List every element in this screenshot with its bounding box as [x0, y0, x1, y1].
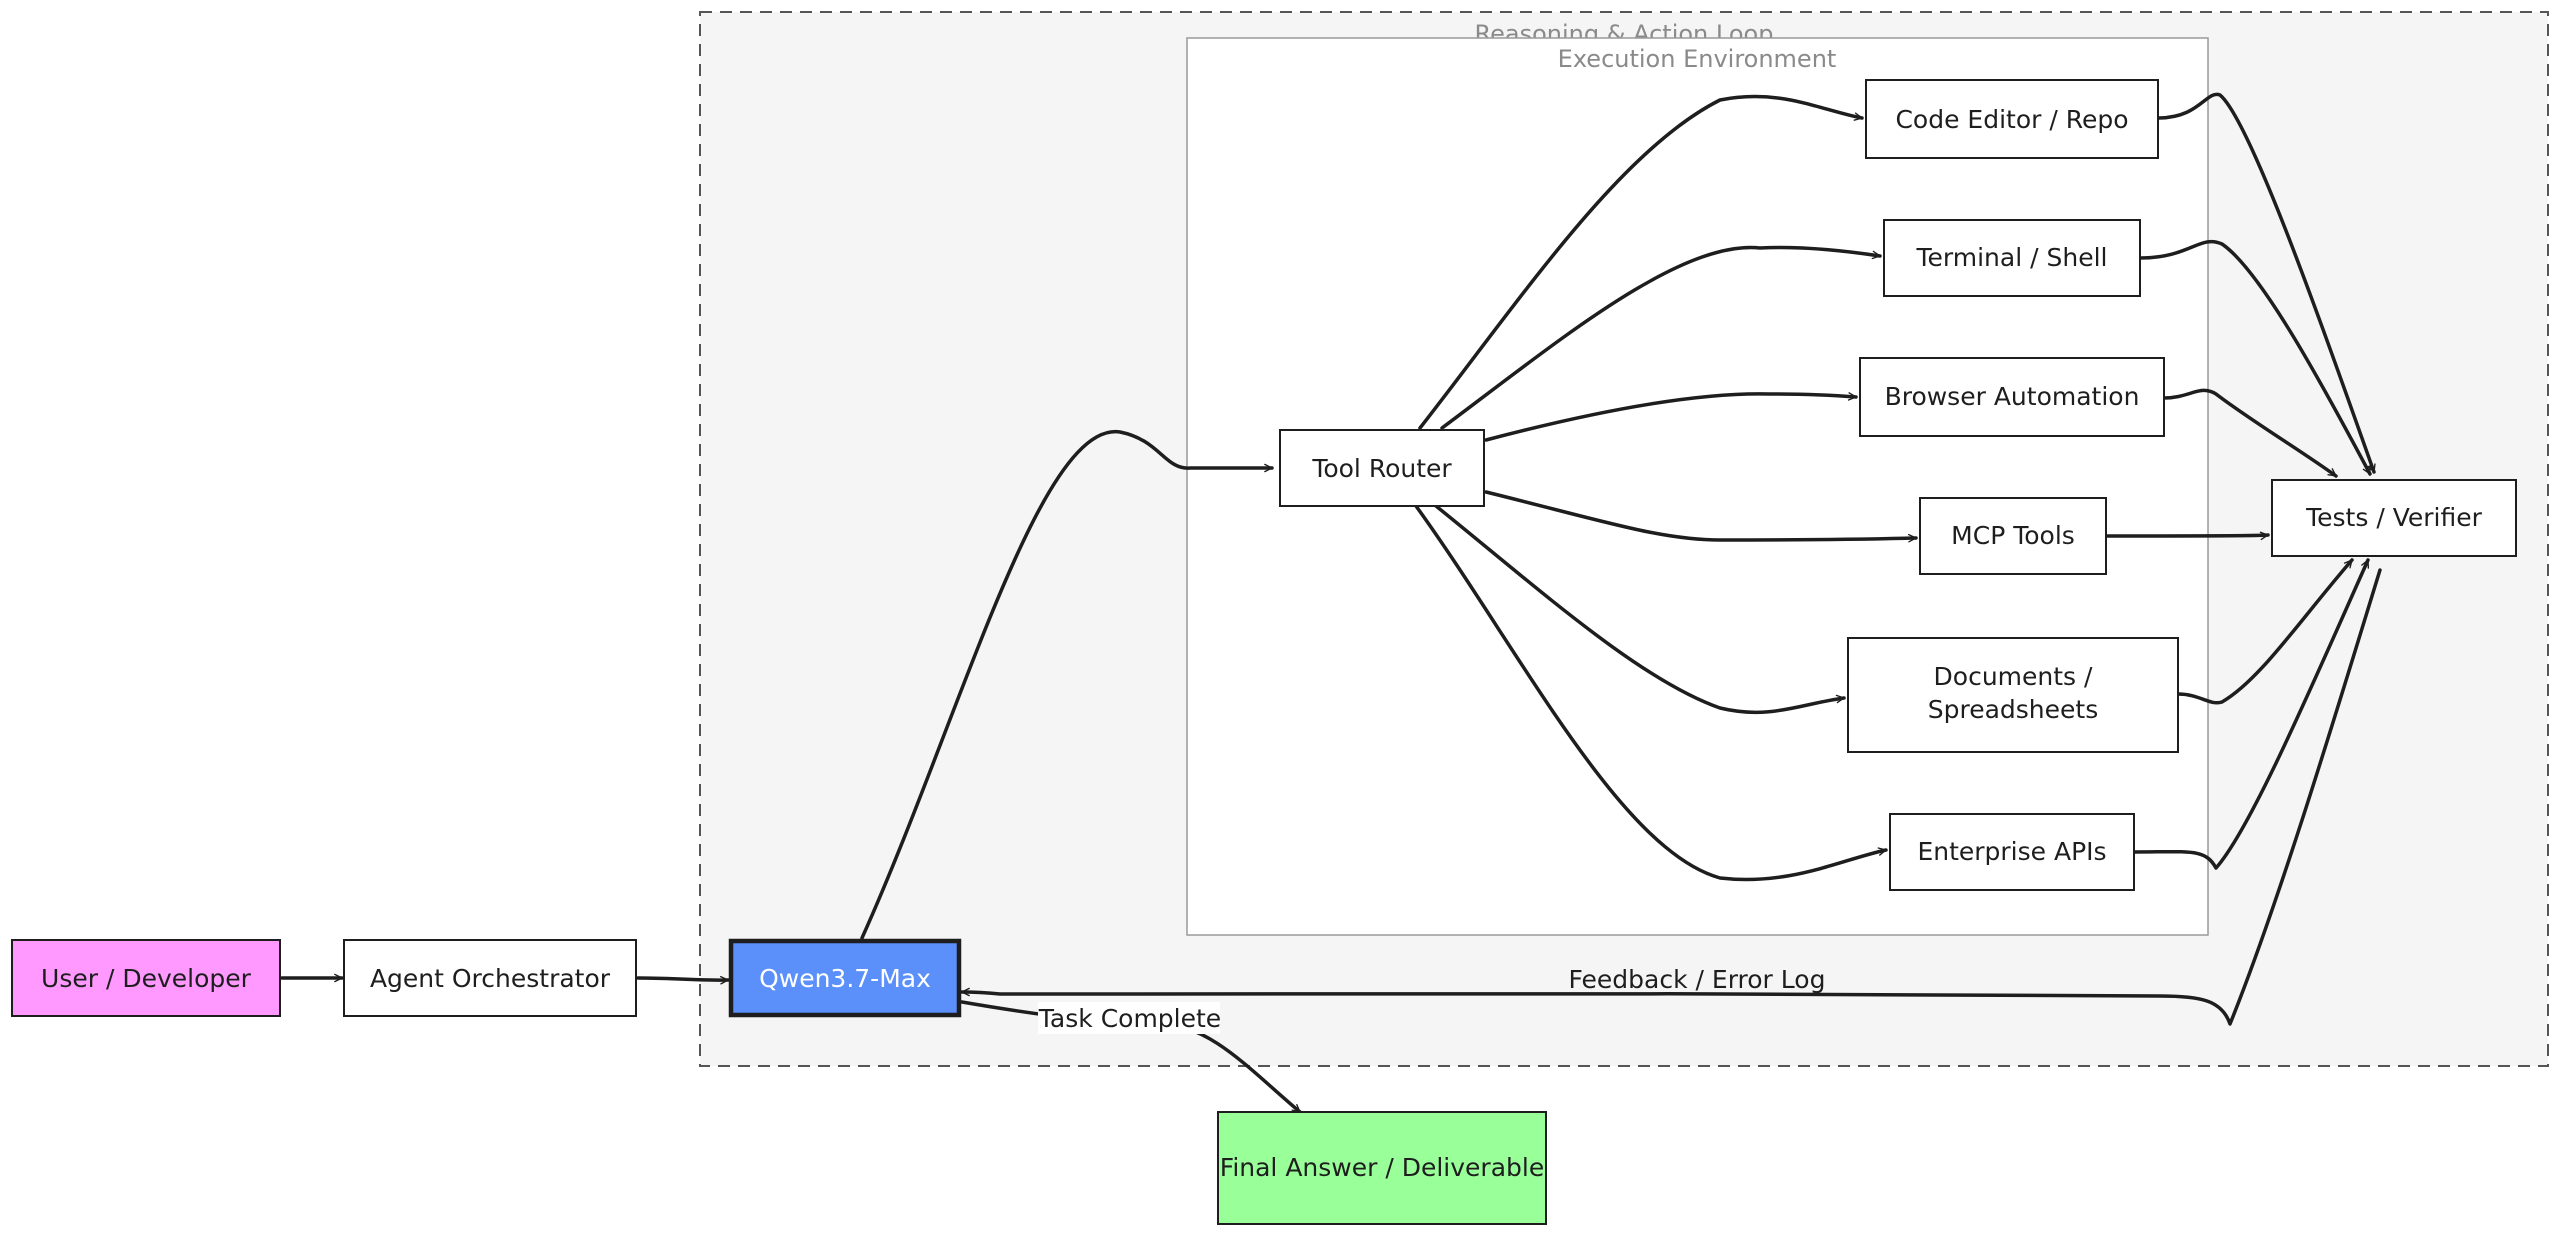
node-label: Terminal / Shell	[1916, 243, 2108, 272]
node-label: Code Editor / Repo	[1895, 105, 2128, 134]
node-label: Browser Automation	[1885, 382, 2140, 411]
node-label: Tool Router	[1311, 454, 1452, 483]
edge-enterprise-to-verifier[interactable]	[2132, 558, 2370, 870]
node-tests-verifier[interactable]: Tests / Verifier	[2271, 479, 2517, 557]
edge-router-to-terminal[interactable]	[1440, 245, 1882, 430]
edge-router-to-enterprise[interactable]	[1414, 504, 1888, 882]
edge-terminal-to-verifier[interactable]	[2138, 239, 2372, 476]
edge-router-to-code-editor[interactable]	[1418, 94, 1864, 430]
edge-mcp-to-verifier[interactable]	[2104, 531, 2270, 541]
node-label-line1: Documents /	[1934, 662, 2093, 691]
node-browser-automation[interactable]: Browser Automation	[1859, 357, 2165, 437]
node-agent-orchestrator[interactable]: Agent Orchestrator	[343, 939, 637, 1017]
node-label: Agent Orchestrator	[370, 964, 611, 993]
edge-router-to-mcp[interactable]	[1484, 490, 1918, 543]
node-tool-router[interactable]: Tool Router	[1279, 429, 1485, 507]
node-mcp-tools[interactable]: MCP Tools	[1919, 497, 2107, 575]
node-label: Enterprise APIs	[1917, 837, 2106, 866]
edge-router-to-documents[interactable]	[1434, 504, 1846, 715]
node-terminal[interactable]: Terminal / Shell	[1883, 219, 2141, 297]
group-execution-environment[interactable]: Execution Environment	[1186, 37, 2209, 936]
node-qwen-model[interactable]: Qwen3.7-Max	[728, 938, 962, 1018]
edge-label-feedback: Feedback / Error Log	[1569, 965, 1826, 994]
node-final-answer[interactable]: Final Answer / Deliverable	[1217, 1111, 1547, 1225]
node-enterprise-apis[interactable]: Enterprise APIs	[1889, 813, 2135, 891]
node-label: User / Developer	[41, 964, 252, 993]
edge-documents-to-verifier[interactable]	[2176, 558, 2354, 705]
edge-verifier-to-model-feedback[interactable]	[960, 568, 2382, 1026]
edge-label-complete: Task Complete	[1038, 1004, 1221, 1033]
node-label: MCP Tools	[1951, 521, 2075, 550]
node-documents-spreadsheets[interactable]: Documents / Spreadsheets	[1847, 637, 2179, 753]
node-label: Qwen3.7-Max	[759, 964, 931, 993]
edge-code-editor-to-verifier[interactable]	[2156, 92, 2376, 474]
group-label-inner: Execution Environment	[1558, 45, 1837, 73]
edge-model-to-router[interactable]	[860, 430, 1274, 940]
node-code-editor[interactable]: Code Editor / Repo	[1865, 79, 2159, 159]
node-label: Tests / Verifier	[2305, 503, 2482, 532]
edge-label-bg-complete	[1038, 1002, 1220, 1034]
node-label-line2: Spreadsheets	[1928, 695, 2099, 724]
node-label: Final Answer / Deliverable	[1220, 1153, 1544, 1182]
edge-browser-to-verifier[interactable]	[2162, 388, 2338, 478]
edge-orchestrator-to-model[interactable]	[636, 975, 730, 985]
edge-router-to-browser[interactable]	[1484, 392, 1858, 442]
node-user-developer[interactable]: User / Developer	[11, 939, 281, 1017]
